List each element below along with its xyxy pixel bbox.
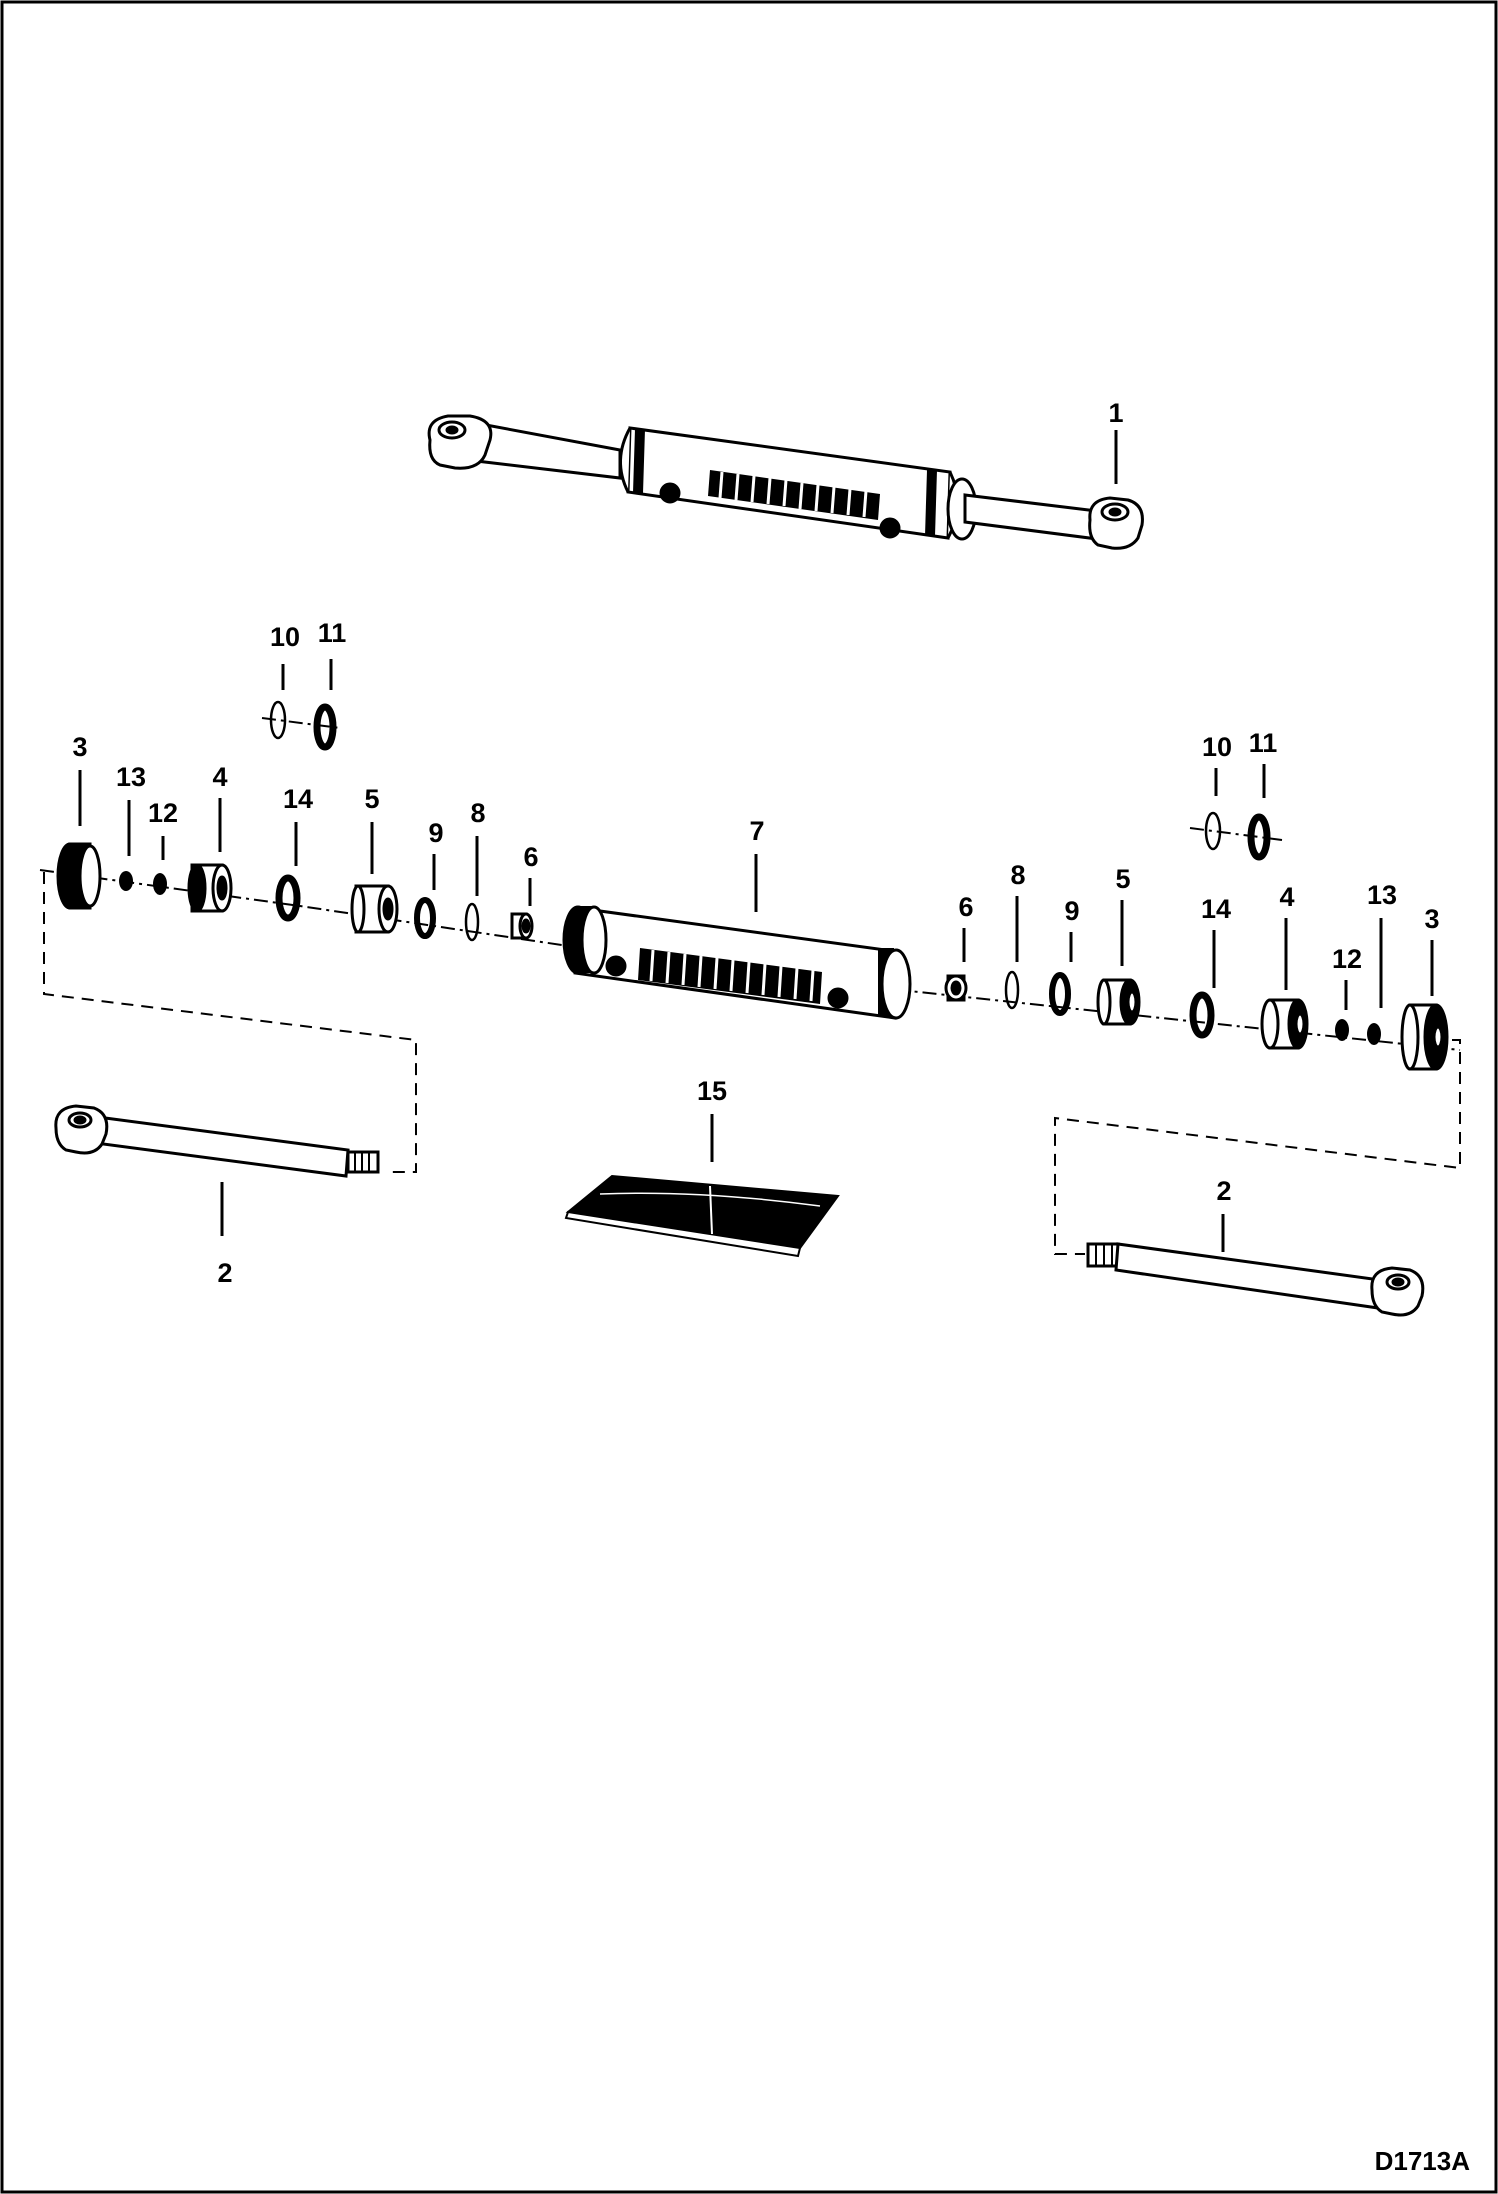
callout-13-left: 13 [116,762,146,792]
callout-2-left: 2 [217,1258,232,1288]
callout-6-left: 6 [523,842,538,872]
callout-3-right: 3 [1424,904,1439,934]
part-13-ring-right [1367,1023,1381,1045]
part-5-bushing-left [350,884,399,934]
part-8-oring-left [464,902,480,942]
part-10-oring-left [269,700,287,740]
callout-4-right: 4 [1279,882,1294,912]
part-12-ring-left [153,873,167,895]
part-10-oring-right [1204,811,1222,851]
callout-10-right: 10 [1202,732,1232,762]
part-6-nut-right [944,974,968,1002]
part-4-piston-left [187,863,233,913]
callout-8-left: 8 [470,798,485,828]
callout-15: 15 [697,1076,727,1106]
callout-5-left: 5 [364,784,379,814]
callout-1: 1 [1108,398,1123,428]
part-14-seal-left [275,874,301,922]
part-3-end-cap-left [56,842,102,910]
callout-11-right: 11 [1249,728,1278,758]
part-3-end-cap-right [1400,1003,1449,1071]
part-12-ring-right [1335,1019,1349,1041]
part-11-seal-left [313,703,337,751]
part-11-seal-right [1247,813,1271,861]
callout-14-right: 14 [1201,894,1231,924]
drawing-id: D1713A [1375,2146,1471,2176]
part-4-piston-right [1260,998,1309,1050]
part-2-rod-right [1086,1242,1425,1317]
callout-8-right: 8 [1010,860,1025,890]
callout-6-right: 6 [958,892,973,922]
callout-10-left: 10 [270,622,300,652]
callout-9-right: 9 [1064,896,1079,926]
part-8-oring-right [1004,970,1020,1010]
callout-2-right: 2 [1216,1176,1231,1206]
part-9-seal-right [1049,972,1071,1016]
part-9-seal-left [414,897,436,939]
callout-5-right: 5 [1115,864,1130,894]
leader-left-rod [43,872,417,1173]
part-1-assembled-cylinder [427,414,1144,550]
callout-4-left: 4 [212,762,227,792]
callout-9-left: 9 [428,818,443,848]
part-14-seal-right [1189,991,1215,1039]
callout-7: 7 [749,816,764,846]
callout-12-left: 12 [148,798,178,828]
callout-11-left: 11 [318,618,347,648]
gear-rack-part-1 [708,470,880,520]
callout-12-right: 12 [1332,944,1362,974]
callout-3-left: 3 [72,732,87,762]
part-15-seal-kit-bag [564,1174,840,1258]
leader-right-rod [1054,1039,1461,1255]
part-2-rod-left [54,1104,380,1178]
part-13-ring-left [119,871,133,891]
part-5-bushing-right [1096,978,1141,1026]
callout-14-left: 14 [283,784,313,814]
part-6-nut-left [510,912,534,940]
callout-leaders [78,430,1434,1252]
callout-13-right: 13 [1367,880,1397,910]
